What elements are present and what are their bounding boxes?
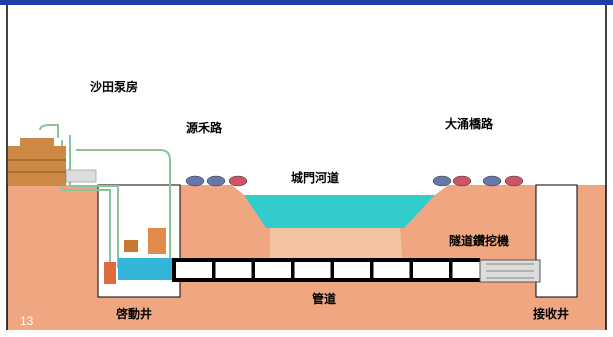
road-right-label: 大涌橋路 — [445, 117, 494, 131]
pipe-segment — [255, 262, 291, 278]
river-channel-cut — [232, 185, 448, 195]
pump-house-building — [8, 138, 97, 186]
launch-jacking-equipment — [104, 228, 172, 284]
river-water — [244, 195, 435, 228]
car — [452, 175, 472, 187]
car — [504, 175, 524, 187]
pipeline-segments — [172, 258, 489, 282]
car — [185, 175, 205, 187]
pipe-label: 管道 — [312, 292, 337, 306]
road-left-label: 源禾路 — [186, 121, 223, 135]
tunnel-boring-machine — [479, 259, 541, 283]
road-traffic-right — [432, 175, 524, 187]
pipe-segment — [215, 262, 252, 278]
slide-number: 13 — [20, 314, 34, 328]
car — [482, 175, 502, 187]
pipe-segment — [413, 262, 449, 278]
riverbed-soil — [270, 228, 402, 258]
pipe-segment — [373, 262, 410, 278]
receiving-shaft-cavity — [535, 184, 578, 298]
car — [228, 175, 248, 187]
pipe-segment — [294, 262, 331, 278]
car — [206, 175, 226, 187]
river-label: 城門河道 — [291, 171, 340, 185]
launch-shaft-label: 啓動井 — [116, 307, 153, 321]
pipe-segment — [334, 262, 370, 278]
car — [432, 175, 452, 187]
slide-header-bar — [0, 0, 613, 5]
road-traffic-left — [185, 175, 248, 187]
pump-house-label: 沙田泵房 — [90, 80, 139, 94]
tbm-label: 隧道鑽挖機 — [449, 234, 510, 248]
pipe-segment — [176, 262, 212, 278]
receiving-shaft-label: 接收井 — [533, 307, 570, 321]
launch-shaft-pipework — [39, 124, 171, 268]
